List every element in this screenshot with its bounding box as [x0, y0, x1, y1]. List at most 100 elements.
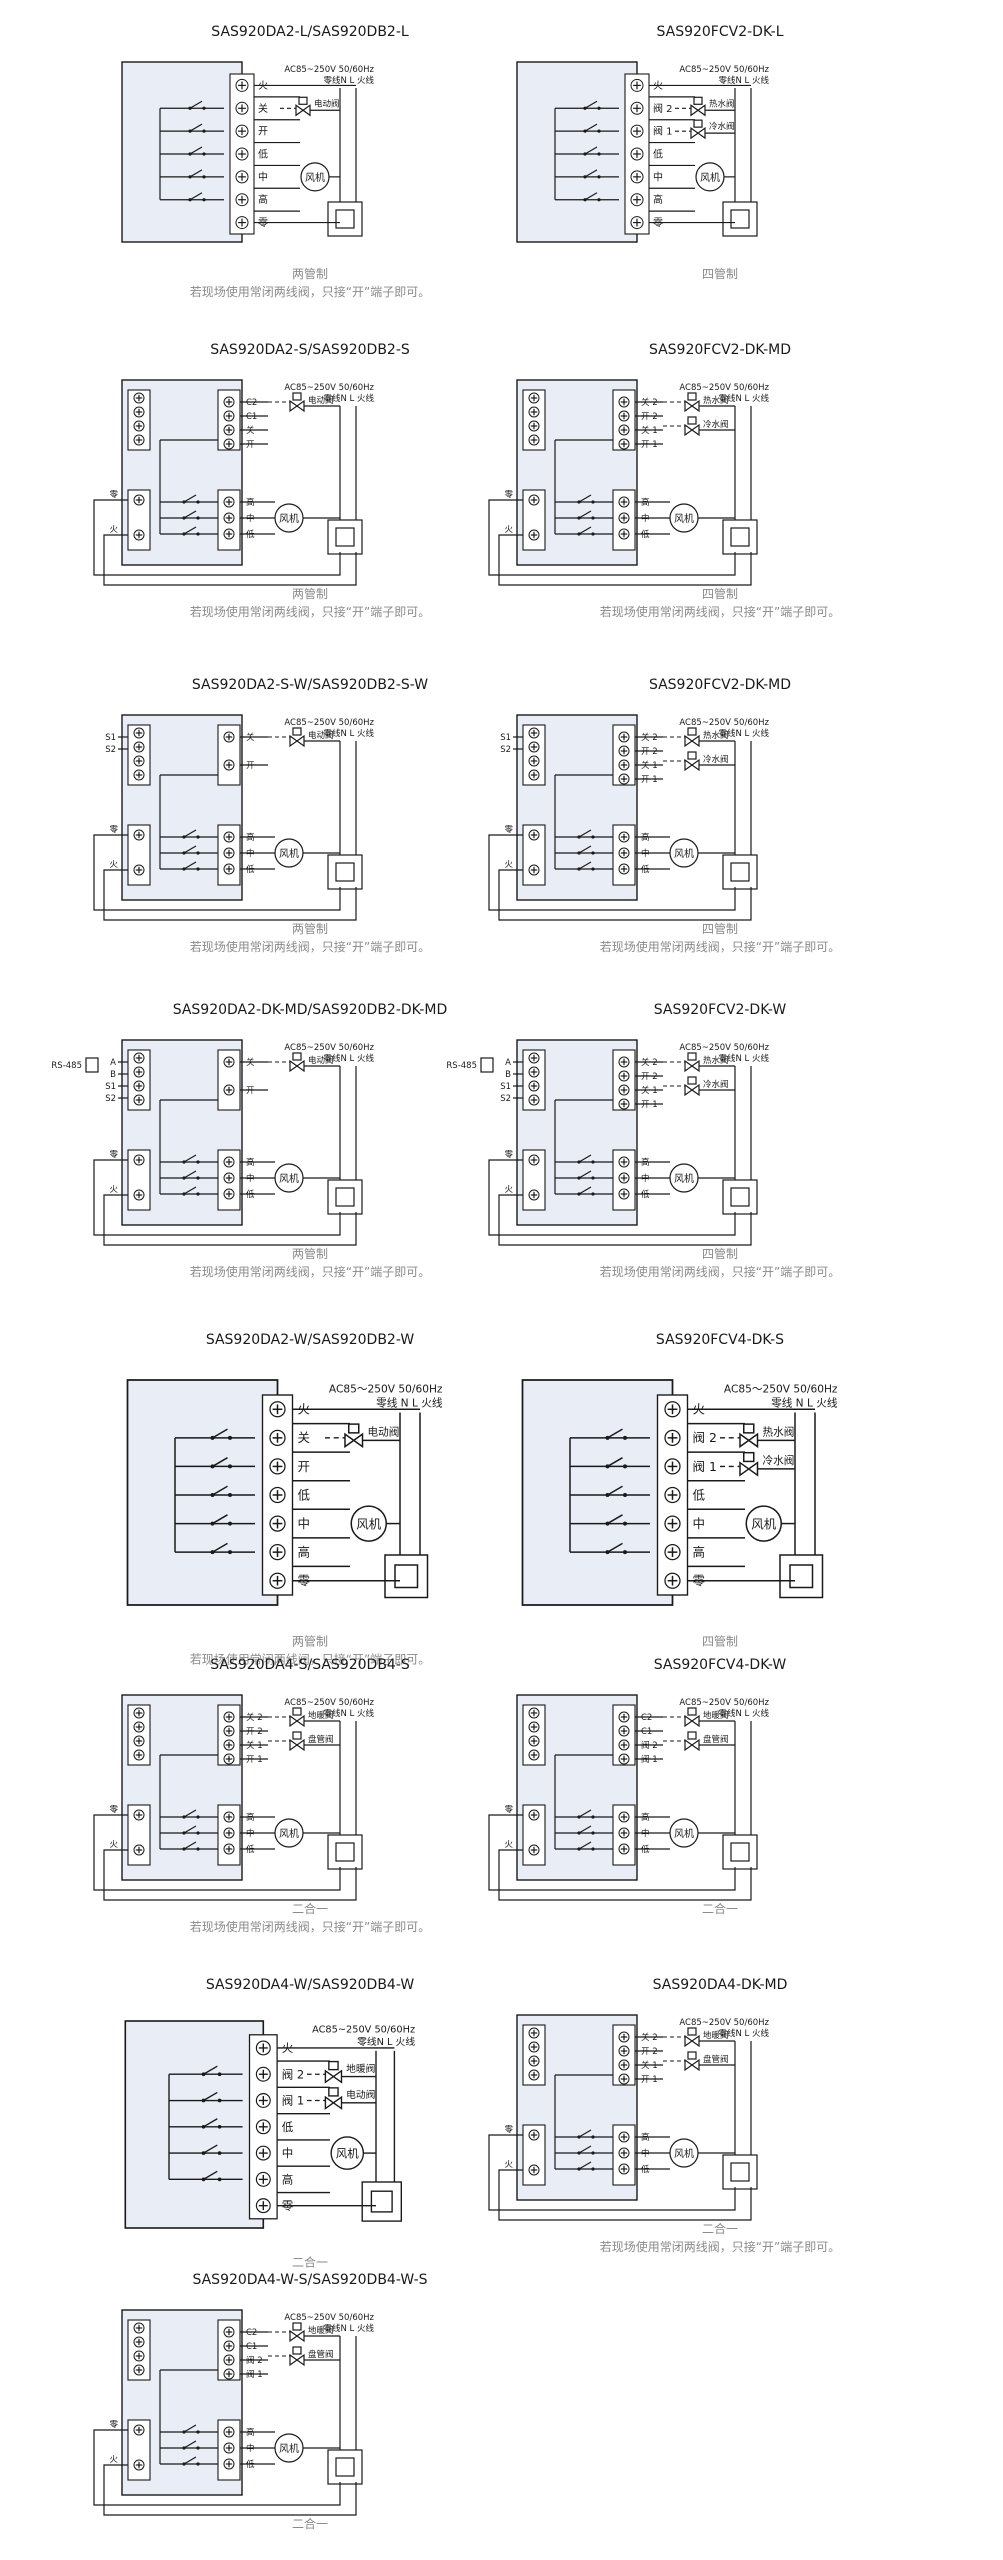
terminal-block	[127, 389, 151, 451]
terminal-screw	[133, 1809, 145, 1821]
terminal-screw	[223, 438, 235, 450]
sensor-terminal-label: S2	[105, 1094, 116, 1104]
terminal-screw	[133, 1080, 145, 1092]
valve-icon	[684, 416, 700, 437]
fan-label: 风机	[279, 512, 299, 525]
relay-contact	[605, 1457, 627, 1469]
power-lines-label: 零线N L 火线	[324, 1053, 375, 1064]
sensor-terminal-label: A	[110, 1058, 116, 1068]
terminal-screw	[618, 424, 630, 436]
terminal-screw	[223, 1188, 235, 1200]
fan-label: 风机	[305, 171, 325, 184]
valve-label: 电动阀	[308, 730, 334, 741]
thermostat-panel-icon	[722, 201, 758, 237]
relay-contact	[182, 2456, 200, 2466]
terminal-label: 阀 2	[693, 1430, 717, 1445]
terminal-screw	[223, 2458, 235, 2470]
valve-icon	[344, 1423, 364, 1449]
system-type-caption: 四管制	[702, 921, 738, 936]
relay-contact	[182, 1841, 200, 1851]
relay-contact	[182, 1186, 200, 1196]
thermostat-panel-icon	[327, 2449, 363, 2485]
terminal-screw	[618, 396, 630, 408]
valve-icon	[739, 1423, 759, 1449]
terminal-screw	[223, 831, 235, 843]
terminal-screw	[618, 2059, 630, 2071]
fan-label: 风机	[356, 1517, 382, 1532]
thermostat-panel-icon	[722, 1179, 758, 1215]
terminal-label: 开 1	[641, 2075, 658, 2085]
terminal-label: 阀 2	[282, 2067, 304, 2081]
terminal-label: 低	[282, 2120, 294, 2134]
fan-label: 风机	[674, 2147, 694, 2160]
terminal-screw	[269, 1544, 286, 1561]
valve-icon	[684, 392, 700, 413]
terminal-screw	[223, 396, 235, 408]
terminal-label: 低	[258, 148, 268, 161]
sensor-terminal-label: A	[505, 1058, 511, 1068]
terminal-label: 开	[246, 761, 255, 771]
valve-label: 冷水阀	[763, 1454, 795, 1467]
valve-icon	[684, 1731, 700, 1752]
side-terminal-label: 火	[504, 1185, 513, 1195]
relay-contact	[583, 192, 601, 202]
terminal-screw	[269, 1458, 286, 1475]
terminal-screw	[618, 1843, 630, 1855]
terminal-block	[522, 1049, 546, 1111]
relay-contact	[605, 1542, 627, 1555]
side-terminal-label: 火	[504, 2160, 513, 2170]
power-lines-label: 零线N L 火线	[719, 1708, 770, 1719]
terminal-screw	[235, 124, 249, 138]
valve-label: 盘管阀	[703, 1734, 729, 1745]
terminal-block	[127, 724, 151, 786]
terminal-screw	[223, 759, 235, 771]
terminal-label: 中	[282, 2146, 294, 2160]
power-lines-label: 零线N L 火线	[357, 2035, 415, 2048]
side-terminal-label: 火	[504, 860, 513, 870]
terminal-block	[522, 724, 546, 786]
relay-contact	[583, 123, 601, 133]
terminal-screw	[528, 392, 540, 404]
terminal-label: 阀 1	[693, 1459, 717, 1474]
terminal-screw	[223, 512, 235, 524]
side-terminal-label: 零	[504, 490, 513, 500]
terminal-screw	[618, 1739, 630, 1751]
valve-label: 电动阀	[308, 1055, 334, 1066]
relay-contact	[577, 2145, 595, 2155]
terminal-screw	[664, 1458, 681, 1475]
diagram-title: SAS920FCV2-DK-MD	[649, 677, 791, 693]
valve-label: 盘管阀	[308, 1734, 334, 1745]
terminal-screw	[528, 1749, 540, 1761]
terminal-block	[217, 724, 241, 786]
power-spec: AC85~250V 50/60Hz	[284, 718, 374, 728]
valve-label: 电动阀	[308, 395, 334, 406]
terminal-screw	[133, 1066, 145, 1078]
relay-contact	[188, 100, 206, 110]
valve-icon	[690, 96, 706, 117]
thermostat-panel-icon	[722, 519, 758, 555]
terminal-screw	[269, 1515, 286, 1532]
thermostat-panel-icon	[384, 1554, 429, 1599]
terminal-screw	[133, 1052, 145, 1064]
thermostat-panel-icon	[722, 1834, 758, 1870]
rs485-label: RS-485	[446, 1061, 477, 1071]
valve-label: 地暖阀	[346, 2062, 375, 2075]
terminal-screw	[618, 528, 630, 540]
diagram-title: SAS920FCV2-DK-W	[654, 1002, 787, 1018]
terminal-block	[522, 389, 546, 451]
valve-label: 冷水阀	[703, 754, 729, 765]
valve-icon	[289, 2322, 305, 2343]
terminal-screw	[133, 392, 145, 404]
terminal-screw	[255, 2040, 271, 2056]
relay-contact	[605, 1514, 627, 1526]
valve-label: 冷水阀	[703, 1079, 729, 1090]
diagram-title: SAS920DA4-W-S/SAS920DB4-W-S	[192, 2272, 427, 2288]
relay-contact	[182, 510, 200, 520]
system-type-caption: 四管制	[702, 266, 738, 281]
relay-contact	[577, 861, 595, 871]
